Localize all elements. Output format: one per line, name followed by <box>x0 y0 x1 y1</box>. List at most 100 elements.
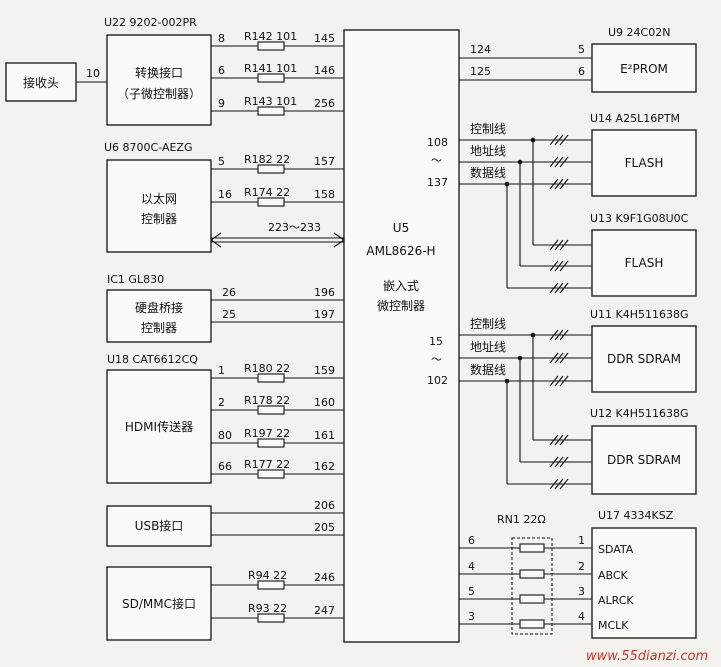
ddr-range-top: 15 <box>429 335 443 348</box>
u22-line1: 转换接口 <box>135 65 183 80</box>
u14-name: FLASH <box>625 156 664 170</box>
svg-text:160: 160 <box>314 396 335 409</box>
u5-part: AML8626-H <box>366 244 435 258</box>
svg-text:R141 101: R141 101 <box>244 62 297 75</box>
svg-text:157: 157 <box>314 155 335 168</box>
svg-text:256: 256 <box>314 97 335 110</box>
flash-data-label: 数据线 <box>470 165 506 180</box>
svg-text:205: 205 <box>314 521 335 534</box>
u9-wire-1: 124 5 <box>459 43 592 59</box>
svg-text:196: 196 <box>314 286 335 299</box>
ic1-line2: 控制器 <box>141 321 177 335</box>
usb-line1: USB接口 <box>135 518 184 533</box>
svg-text:MCLK: MCLK <box>598 619 629 632</box>
u9-box <box>591 43 697 93</box>
ic1-ref: IC1 GL830 <box>107 273 164 286</box>
u18-wire-2: 2 R178 22 160 <box>211 394 344 415</box>
usb-box <box>106 505 212 547</box>
svg-text:2: 2 <box>578 560 585 573</box>
svg-text:1: 1 <box>578 534 585 547</box>
svg-text:4: 4 <box>578 610 585 623</box>
u11-ref: U11 K4H511638G <box>590 308 689 321</box>
u22-wire-1: 8 R142 101 145 <box>211 30 344 51</box>
ddr-ctrl-label: 控制线 <box>470 317 506 331</box>
svg-text:26: 26 <box>222 286 236 299</box>
svg-text:161: 161 <box>314 429 335 442</box>
u6-ref: U6 8700C-AEZG <box>104 141 192 154</box>
u6-wire-1: 5 R182 22 157 <box>211 153 344 174</box>
ic1-wire-2: 25 197 <box>211 308 344 323</box>
svg-text:5: 5 <box>218 155 225 168</box>
ddr-range-bot: 102 <box>427 374 448 387</box>
u14-box <box>591 129 697 197</box>
u9-ref: U9 24C02N <box>608 26 670 39</box>
u17-wire-1: 6 1 SDATA <box>459 534 634 556</box>
flash-range-tilde: ～ <box>431 154 442 167</box>
svg-text:247: 247 <box>314 604 335 617</box>
u13-ref: U13 K9F1G08U0C <box>590 212 689 225</box>
svg-text:145: 145 <box>314 32 335 45</box>
u17-box <box>591 527 697 639</box>
svg-text:R93 22: R93 22 <box>248 602 287 615</box>
u6-line1: 以太网 <box>141 191 177 206</box>
u18-box <box>106 369 212 484</box>
u6-line2: 控制器 <box>141 212 177 226</box>
svg-text:16: 16 <box>218 188 232 201</box>
svg-text:158: 158 <box>314 188 335 201</box>
svg-text:206: 206 <box>314 499 335 512</box>
u18-line1: HDMI传送器 <box>125 419 193 434</box>
usb-wire-2: 205 <box>211 521 344 536</box>
u12-name: DDR SDRAM <box>607 453 681 467</box>
u22-box <box>106 34 212 126</box>
u11-box <box>591 325 697 393</box>
u22-wire-2: 6 R141 101 146 <box>211 62 344 83</box>
svg-text:R197 22: R197 22 <box>244 427 290 440</box>
svg-text:ALRCK: ALRCK <box>598 594 634 607</box>
svg-text:R142 101: R142 101 <box>244 30 297 43</box>
svg-text:66: 66 <box>218 460 232 473</box>
ic1-line1: 硬盘桥接 <box>135 300 183 315</box>
ic1-box <box>106 289 212 343</box>
svg-text:197: 197 <box>314 308 335 321</box>
svg-text:R174 22: R174 22 <box>244 186 290 199</box>
svg-text:6: 6 <box>218 64 225 77</box>
svg-text:R143 101: R143 101 <box>244 95 297 108</box>
u13-box <box>591 229 697 297</box>
svg-text:2: 2 <box>218 396 225 409</box>
u18-ref: U18 CAT6612CQ <box>107 353 198 366</box>
u18-wire-4: 66 R177 22 162 <box>211 458 344 479</box>
u22-line2: （子微控制器） <box>117 87 201 101</box>
svg-text:R177 22: R177 22 <box>244 458 290 471</box>
flash-bus-lines <box>459 134 592 294</box>
svg-text:4: 4 <box>468 560 475 573</box>
svg-text:5: 5 <box>468 585 475 598</box>
svg-text:124: 124 <box>470 43 491 56</box>
u9-name: E²PROM <box>620 62 668 76</box>
svg-text:246: 246 <box>314 571 335 584</box>
u13-name: FLASH <box>625 256 664 270</box>
svg-text:R180 22: R180 22 <box>244 362 290 375</box>
svg-text:6: 6 <box>468 534 475 547</box>
sd-line1: SD/MMC接口 <box>122 596 196 611</box>
svg-text:146: 146 <box>314 64 335 77</box>
svg-text:125: 125 <box>470 65 491 78</box>
u22-wire-3: 9 R143 101 256 <box>211 95 344 116</box>
u5-box <box>343 29 460 643</box>
u17-wire-3: 5 3 ALRCK <box>459 585 634 607</box>
u17-ref: U17 4334KSZ <box>598 509 674 522</box>
svg-text:R94 22: R94 22 <box>248 569 287 582</box>
u18-wire-1: 1 R180 22 159 <box>211 362 344 383</box>
ddr-addr-label: 地址线 <box>470 340 506 354</box>
flash-addr-label: 地址线 <box>470 144 506 158</box>
u9-wire-2: 125 6 <box>459 65 592 81</box>
svg-text:3: 3 <box>578 585 585 598</box>
u6-box <box>106 159 212 253</box>
svg-text:223～233: 223～233 <box>268 221 321 234</box>
u6-wire-2: 16 R174 22 158 <box>211 186 344 207</box>
svg-text:R178 22: R178 22 <box>244 394 290 407</box>
u12-box <box>591 425 697 495</box>
watermark: www.55dianzi.com <box>586 649 708 664</box>
ic1-wire-1: 26 196 <box>211 286 344 301</box>
